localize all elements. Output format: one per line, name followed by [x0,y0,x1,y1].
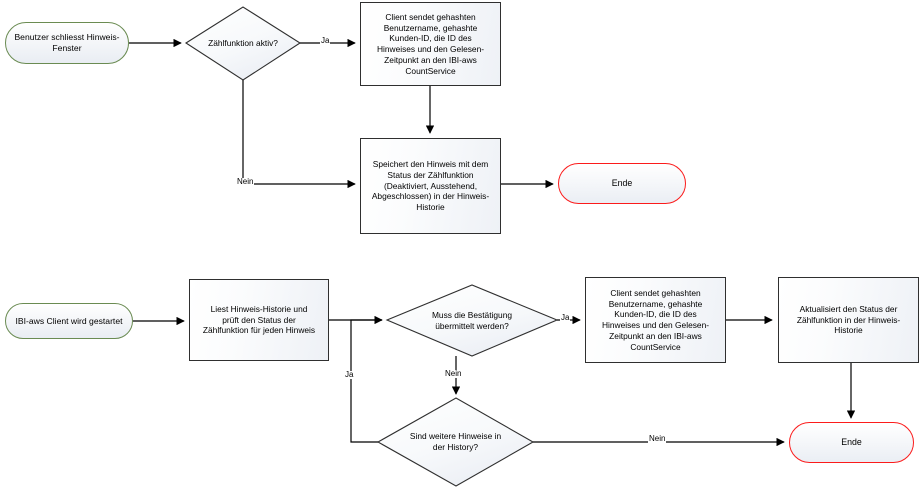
process-read-history[interactable]: Liest Hinweis-Historie und prüft den Sta… [189,279,329,361]
decision-counting-active-label: Zählfunktion aktiv? [208,38,278,49]
start-node-client-started-label: IBI-aws Client wird gestartet [15,315,123,326]
process-update-status[interactable]: Aktualisiert den Status der Zählfunktion… [778,277,919,363]
edge-label-loop-yes: Ja [344,370,355,379]
process-send-count-top[interactable]: Client sendet gehashten Benutzername, ge… [360,2,501,86]
decision-more-hints[interactable]: Sind weitere Hinweise in der History? [378,398,533,486]
start-node-client-started[interactable]: IBI-aws Client wird gestartet [5,303,133,339]
start-node-label: Benutzer schliesst Hinweis- Fenster [14,32,120,53]
process-send-count-top-label: Client sendet gehashten Benutzername, ge… [376,11,485,76]
start-node-user-closes-window[interactable]: Benutzer schliesst Hinweis- Fenster [5,22,129,64]
decision-counting-active[interactable]: Zählfunktion aktiv? [186,7,300,80]
end-node-top[interactable]: Ende [558,163,686,204]
process-store-hint[interactable]: Speichert den Hinweis mit dem Status der… [360,138,501,234]
end-node-top-label: Ende [611,177,633,188]
edge-label-more-no: Nein [648,434,667,443]
end-node-bottom[interactable]: Ende [789,422,914,463]
edge-label-transmit-yes: Ja [560,313,571,322]
edge-label-transmit-no: Nein [444,369,463,378]
process-send-count-bottom-label: Client sendet gehashten Benutzername, ge… [601,287,710,352]
decision-more-hints-label: Sind weitere Hinweise in der History? [409,431,502,452]
process-update-status-label: Aktualisiert den Status der Zählfunktion… [796,303,901,336]
decision-must-transmit-label: Muss die Bestätigung übermittelt werden? [431,309,513,331]
decision-must-transmit[interactable]: Muss die Bestätigung übermittelt werden? [387,285,557,356]
edge-label-top-yes: Ja [320,36,331,45]
connector-decision-no-to-store [242,80,356,189]
edge-label-top-no: Nein [236,177,255,186]
end-node-bottom-label: Ende [841,436,862,447]
process-send-count-bottom[interactable]: Client sendet gehashten Benutzername, ge… [585,277,726,363]
process-read-history-label: Liest Hinweis-Historie und prüft den Sta… [202,303,316,336]
process-store-hint-label: Speichert den Hinweis mit dem Status der… [371,159,490,213]
connector-more-yes-loop-back [350,319,382,443]
